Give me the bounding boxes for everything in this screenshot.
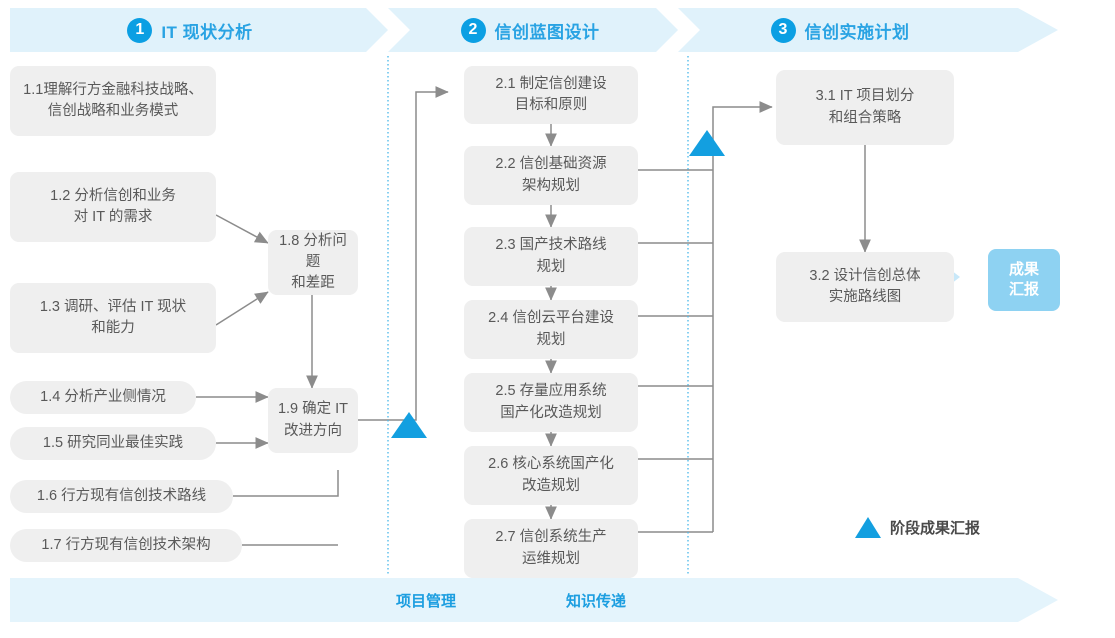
result-report-badge[interactable]: 成果 汇报 bbox=[988, 249, 1060, 311]
node-1-1[interactable]: 1.1理解行方金融科技战略、 信创战略和业务模式 bbox=[10, 66, 216, 136]
triangle-up-icon bbox=[855, 517, 881, 538]
node-2-7[interactable]: 2.7 信创系统生产 运维规划 bbox=[464, 519, 638, 578]
wire-1-3-to-1-8 bbox=[215, 291, 269, 326]
node-1-2[interactable]: 1.2 分析信创和业务 对 IT 的需求 bbox=[10, 172, 216, 242]
node-1-4[interactable]: 1.4 分析产业侧情况 bbox=[10, 381, 196, 414]
node-2-5[interactable]: 2.5 存量应用系统 国产化改造规划 bbox=[464, 373, 638, 432]
footer-banner bbox=[10, 578, 1058, 622]
wire-1-6-to-1-9 bbox=[233, 470, 339, 497]
legend: 阶段成果汇报 bbox=[855, 517, 980, 538]
node-2-3[interactable]: 2.3 国产技术路线 规划 bbox=[464, 227, 638, 286]
legend-label: 阶段成果汇报 bbox=[890, 520, 981, 537]
node-1-8[interactable]: 1.8 分析问题 和差距 bbox=[268, 230, 358, 295]
node-1-7[interactable]: 1.7 行方现有信创技术架构 bbox=[10, 529, 242, 562]
node-1-3[interactable]: 1.3 调研、评估 IT 现状 和能力 bbox=[10, 283, 216, 353]
node-1-6[interactable]: 1.6 行方现有信创技术路线 bbox=[10, 480, 233, 513]
node-2-2[interactable]: 2.2 信创基础资源 架构规划 bbox=[464, 146, 638, 205]
wire-1-9-to-2-1 bbox=[358, 86, 449, 421]
node-2-6[interactable]: 2.6 核心系统国产化 改造规划 bbox=[464, 446, 638, 505]
node-3-1[interactable]: 3.1 IT 项目划分 和组合策略 bbox=[776, 70, 954, 145]
node-1-9[interactable]: 1.9 确定 IT 改进方向 bbox=[268, 388, 358, 453]
node-2-4[interactable]: 2.4 信创云平台建设 规划 bbox=[464, 300, 638, 359]
milestone-triangle-phase2 bbox=[689, 130, 725, 156]
wire-trunk-to-3-1 bbox=[712, 101, 773, 532]
footer-label-knowledge-transfer: 知识传递 bbox=[566, 593, 627, 610]
node-1-5[interactable]: 1.5 研究同业最佳实践 bbox=[10, 427, 216, 460]
node-2-1[interactable]: 2.1 制定信创建设 目标和原则 bbox=[464, 66, 638, 124]
wire-1-2-to-1-8 bbox=[215, 214, 269, 244]
phase-header-banner bbox=[10, 8, 1058, 52]
footer-label-project-management: 项目管理 bbox=[396, 593, 457, 610]
node-3-2[interactable]: 3.2 设计信创总体 实施路线图 bbox=[776, 252, 954, 322]
milestone-triangle-phase1 bbox=[391, 412, 427, 438]
